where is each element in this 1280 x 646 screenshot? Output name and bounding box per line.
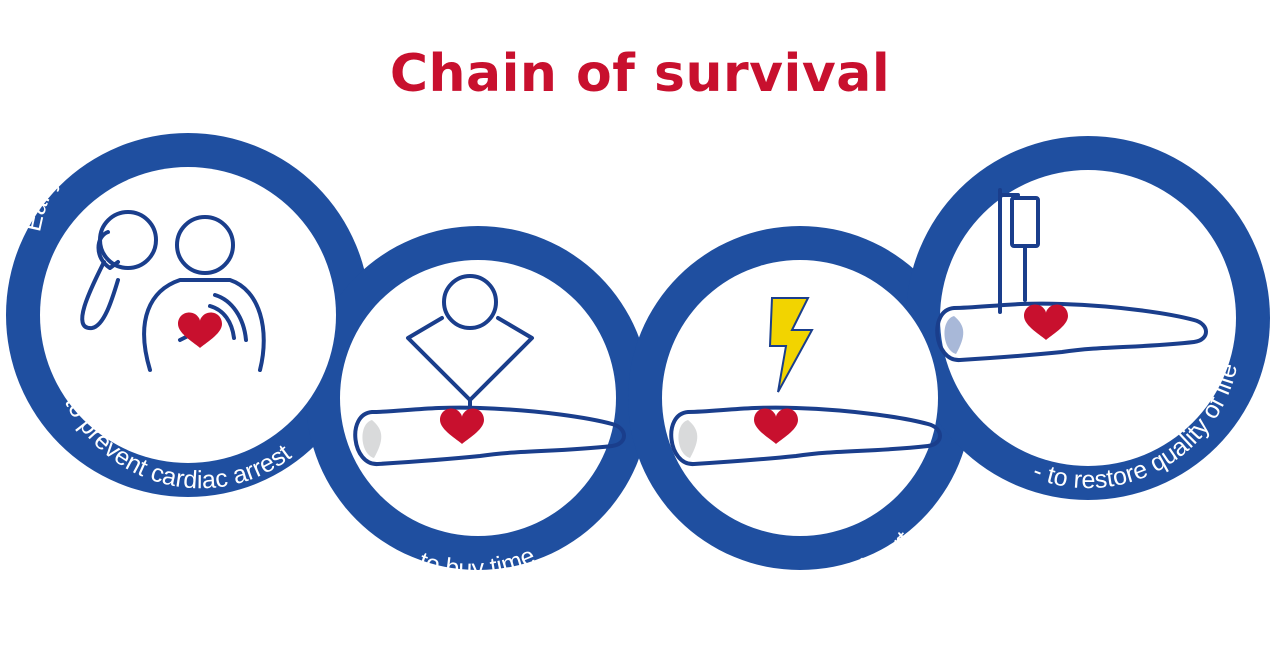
defibrillation-icon <box>669 297 942 467</box>
diagram-title: Chain of survival <box>389 44 891 104</box>
chain-rings <box>6 133 1270 570</box>
cpr-icon <box>353 274 626 467</box>
phone-call-icon <box>80 210 266 372</box>
lightning-bolt-icon <box>768 297 814 393</box>
iv-drip-patient-icon <box>935 188 1208 363</box>
